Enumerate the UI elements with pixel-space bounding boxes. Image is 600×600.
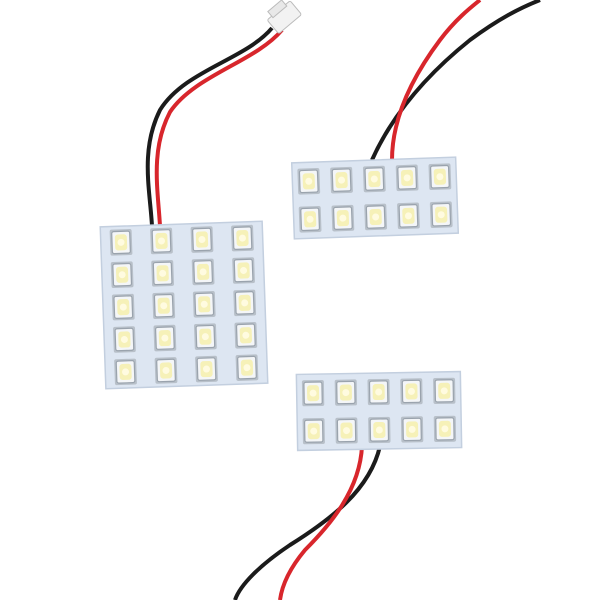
led-emitter xyxy=(118,271,126,279)
led-emitter xyxy=(243,364,251,372)
smd-led xyxy=(400,378,423,405)
smd-led xyxy=(232,257,255,284)
smd-led xyxy=(298,205,322,233)
led-emitter xyxy=(162,366,170,374)
connector-plug xyxy=(267,0,302,34)
smd-led xyxy=(433,377,456,405)
led-emitter xyxy=(440,387,448,395)
smd-led xyxy=(110,261,134,289)
smd-led xyxy=(301,379,325,407)
smd-led xyxy=(395,164,419,192)
smd-led xyxy=(193,323,217,350)
smd-led xyxy=(331,204,355,232)
led-emitter xyxy=(310,427,318,435)
square-led-panel xyxy=(99,220,269,390)
led-emitter xyxy=(305,177,313,185)
led-emitter xyxy=(122,368,130,376)
led-emitter xyxy=(242,331,250,339)
led-emitter xyxy=(161,334,169,342)
led-emitter xyxy=(120,336,128,344)
smd-led xyxy=(397,202,420,230)
led-emitter xyxy=(403,174,411,182)
smd-led xyxy=(367,378,390,406)
smd-led xyxy=(195,355,218,383)
red-wire xyxy=(154,28,284,227)
smd-led xyxy=(235,354,259,381)
led-emitter xyxy=(375,426,383,434)
smd-led xyxy=(297,167,321,195)
smd-led xyxy=(190,226,214,253)
led-emitter xyxy=(408,425,416,433)
led-emitter xyxy=(437,211,445,219)
led-emitter xyxy=(339,214,347,222)
smd-led xyxy=(234,321,258,349)
smd-led xyxy=(114,358,137,386)
upper-panel-wires xyxy=(370,0,541,161)
led-emitter xyxy=(309,389,317,397)
smd-led xyxy=(400,416,424,443)
smd-led xyxy=(153,324,177,352)
led-emitter xyxy=(241,299,249,307)
smd-led xyxy=(113,326,136,353)
red-wire xyxy=(390,0,482,161)
smd-led xyxy=(152,292,176,320)
led-emitter xyxy=(342,389,350,397)
circuit-board xyxy=(99,220,269,390)
smd-led xyxy=(334,379,358,406)
smd-led xyxy=(154,357,178,384)
led-emitter xyxy=(436,173,444,181)
led-emitter xyxy=(202,365,210,373)
led-emitter xyxy=(158,237,166,245)
smd-led xyxy=(191,258,215,286)
led-emitter xyxy=(370,175,378,183)
smd-led xyxy=(362,165,386,193)
led-emitter xyxy=(372,213,380,221)
black-wire xyxy=(145,26,274,227)
smd-led xyxy=(335,417,358,444)
led-emitter xyxy=(407,387,415,395)
led-emitter xyxy=(119,303,127,311)
led-emitter xyxy=(117,238,125,246)
smd-led xyxy=(233,289,257,317)
smd-led xyxy=(231,224,254,252)
smd-led xyxy=(151,260,175,287)
smd-led xyxy=(433,415,457,443)
black-wire xyxy=(233,445,382,600)
led-emitter xyxy=(375,388,383,396)
lower-rect-led-panel xyxy=(295,370,463,452)
smd-led xyxy=(192,290,216,318)
led-emitter xyxy=(404,212,412,220)
led-emitter xyxy=(160,302,168,310)
smd-led xyxy=(364,203,388,231)
red-wire xyxy=(278,445,364,600)
led-emitter xyxy=(201,333,209,341)
led-emitter xyxy=(198,236,206,244)
smd-led xyxy=(109,229,133,256)
led-emitter xyxy=(306,215,314,223)
smd-led xyxy=(429,201,453,229)
black-wire xyxy=(370,0,541,161)
led-emitter xyxy=(200,300,208,308)
smd-led xyxy=(368,416,391,444)
lower-panel-wires xyxy=(233,445,382,600)
smd-led xyxy=(302,417,325,445)
led-emitter xyxy=(240,266,248,274)
led-emitter xyxy=(238,234,246,242)
smd-led xyxy=(111,293,135,321)
led-emitter xyxy=(343,427,351,435)
led-emitter xyxy=(441,425,449,433)
smd-led xyxy=(428,163,452,191)
led-emitter xyxy=(199,268,207,276)
square-panel-wires xyxy=(145,0,302,227)
led-emitter xyxy=(159,269,167,277)
upper-rect-led-panel xyxy=(290,156,460,240)
smd-led xyxy=(330,166,353,194)
led-emitter xyxy=(338,176,346,184)
smd-led xyxy=(150,227,173,255)
